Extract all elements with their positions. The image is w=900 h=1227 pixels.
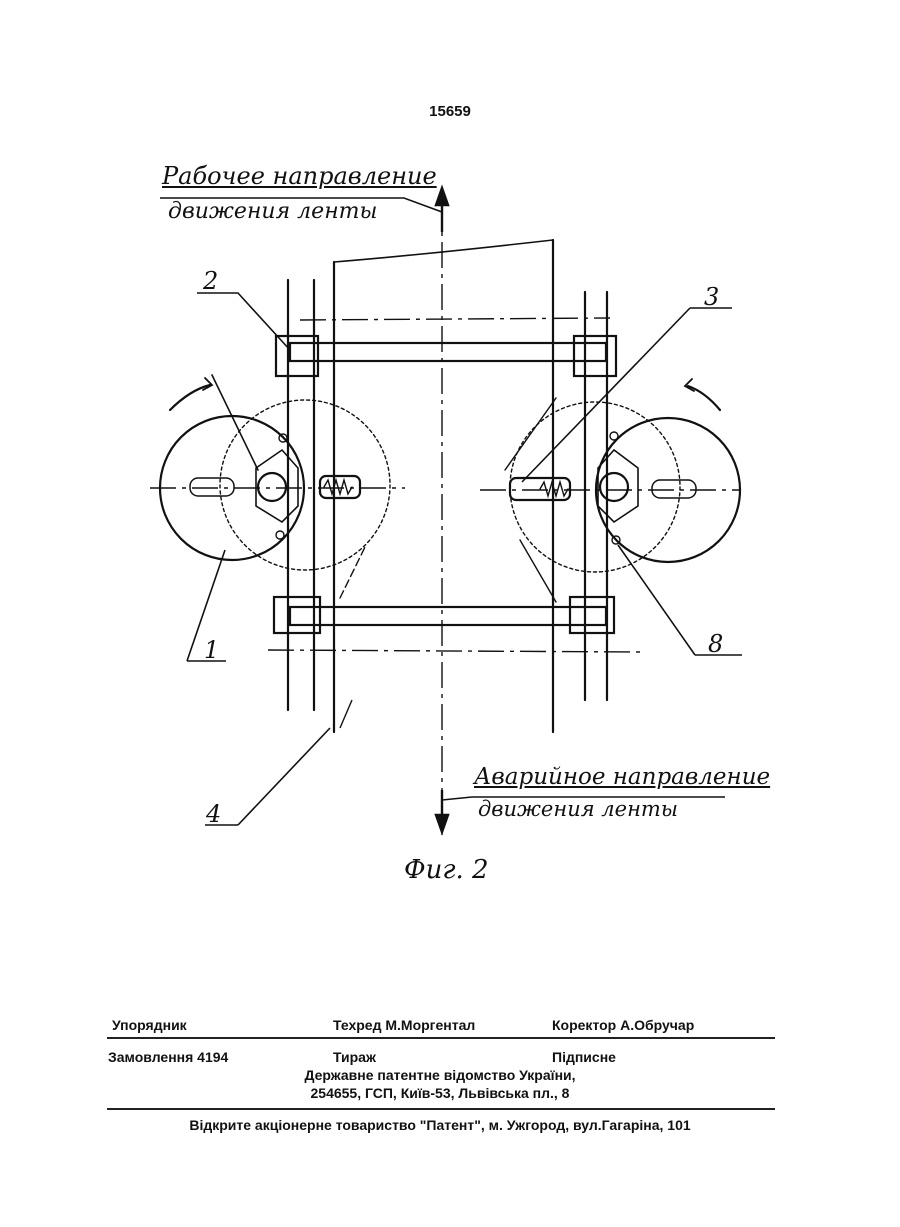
circulation-label: Тираж [333, 1049, 376, 1065]
right-stem [652, 480, 696, 498]
callout-1: 1 [204, 636, 219, 664]
top-axis [300, 318, 610, 320]
compiler-label: Упорядник [112, 1017, 187, 1033]
patent-office-line-2: 254655, ГСП, Київ-53, Львівська пл., 8 [0, 1085, 880, 1101]
callout-8: 8 [708, 630, 723, 658]
left-stem [190, 478, 234, 496]
belt-top-edge [334, 240, 553, 262]
left-rail [288, 280, 314, 710]
figure-caption: Фиг. 2 [404, 855, 489, 885]
subscription-label: Підписне [552, 1049, 616, 1065]
emergency-direction-label-2: движения ленты [478, 799, 678, 820]
working-direction-label-2: движения ленты [168, 201, 377, 223]
bottom-crossbar [290, 607, 606, 625]
footer-rule-bottom [107, 1108, 775, 1110]
callout-3: 3 [704, 283, 719, 311]
callout-4: 4 [206, 800, 221, 828]
right-pivot [600, 473, 628, 501]
left-pivot [258, 473, 286, 501]
publisher-line: Відкрите акціонерне товариство "Патент",… [0, 1117, 880, 1133]
top-crossbar [290, 343, 606, 361]
techred-label: Техред М.Моргентал [333, 1017, 475, 1033]
right-pivot-plate [598, 450, 638, 522]
footer-rule-top [107, 1037, 775, 1039]
patent-office-line-1: Державне патентне відомство України, [0, 1067, 880, 1083]
order-label: Замовлення 4194 [108, 1049, 228, 1065]
emergency-direction-label-1: Аварийное направление [474, 766, 770, 789]
corrector-label: Коректор А.Обручар [552, 1017, 694, 1033]
left-spring [324, 480, 352, 494]
working-direction-label-1: Рабочее направление [162, 164, 437, 188]
callout-2: 2 [203, 267, 218, 295]
left-pivot-plate [256, 450, 298, 522]
